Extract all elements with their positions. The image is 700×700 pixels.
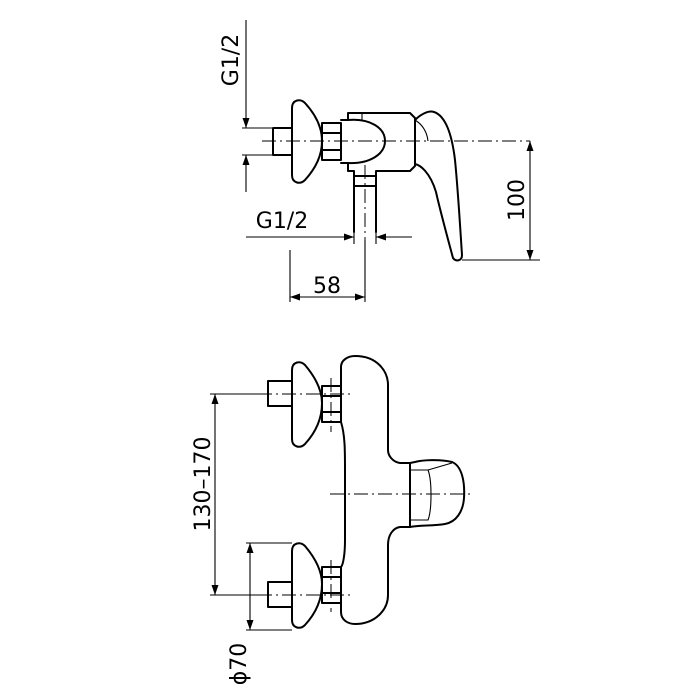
side-outlet-stub	[353, 175, 377, 233]
side-mixer-body	[340, 112, 416, 177]
label-diameter: ϕ70	[227, 643, 252, 686]
side-view: G1/2 G1/2 58 100	[219, 20, 540, 302]
label-centers: 130–170	[191, 437, 216, 532]
upper-escutcheon	[291, 361, 323, 448]
front-view: 130–170 ϕ70	[191, 355, 470, 686]
side-lever-handle	[414, 110, 463, 262]
lower-inlet-pipe	[267, 581, 293, 608]
inlet-pipe	[272, 127, 293, 156]
upper-inlet-pipe	[267, 380, 293, 407]
label-inlet-thread: G1/2	[219, 34, 244, 86]
label-depth: 58	[313, 274, 341, 299]
label-height: 100	[505, 179, 530, 221]
lower-escutcheon	[291, 542, 323, 629]
side-nut	[321, 122, 342, 161]
front-mixer-body	[340, 355, 411, 625]
front-lever-cap	[409, 459, 466, 528]
label-outlet-thread: G1/2	[256, 209, 308, 234]
